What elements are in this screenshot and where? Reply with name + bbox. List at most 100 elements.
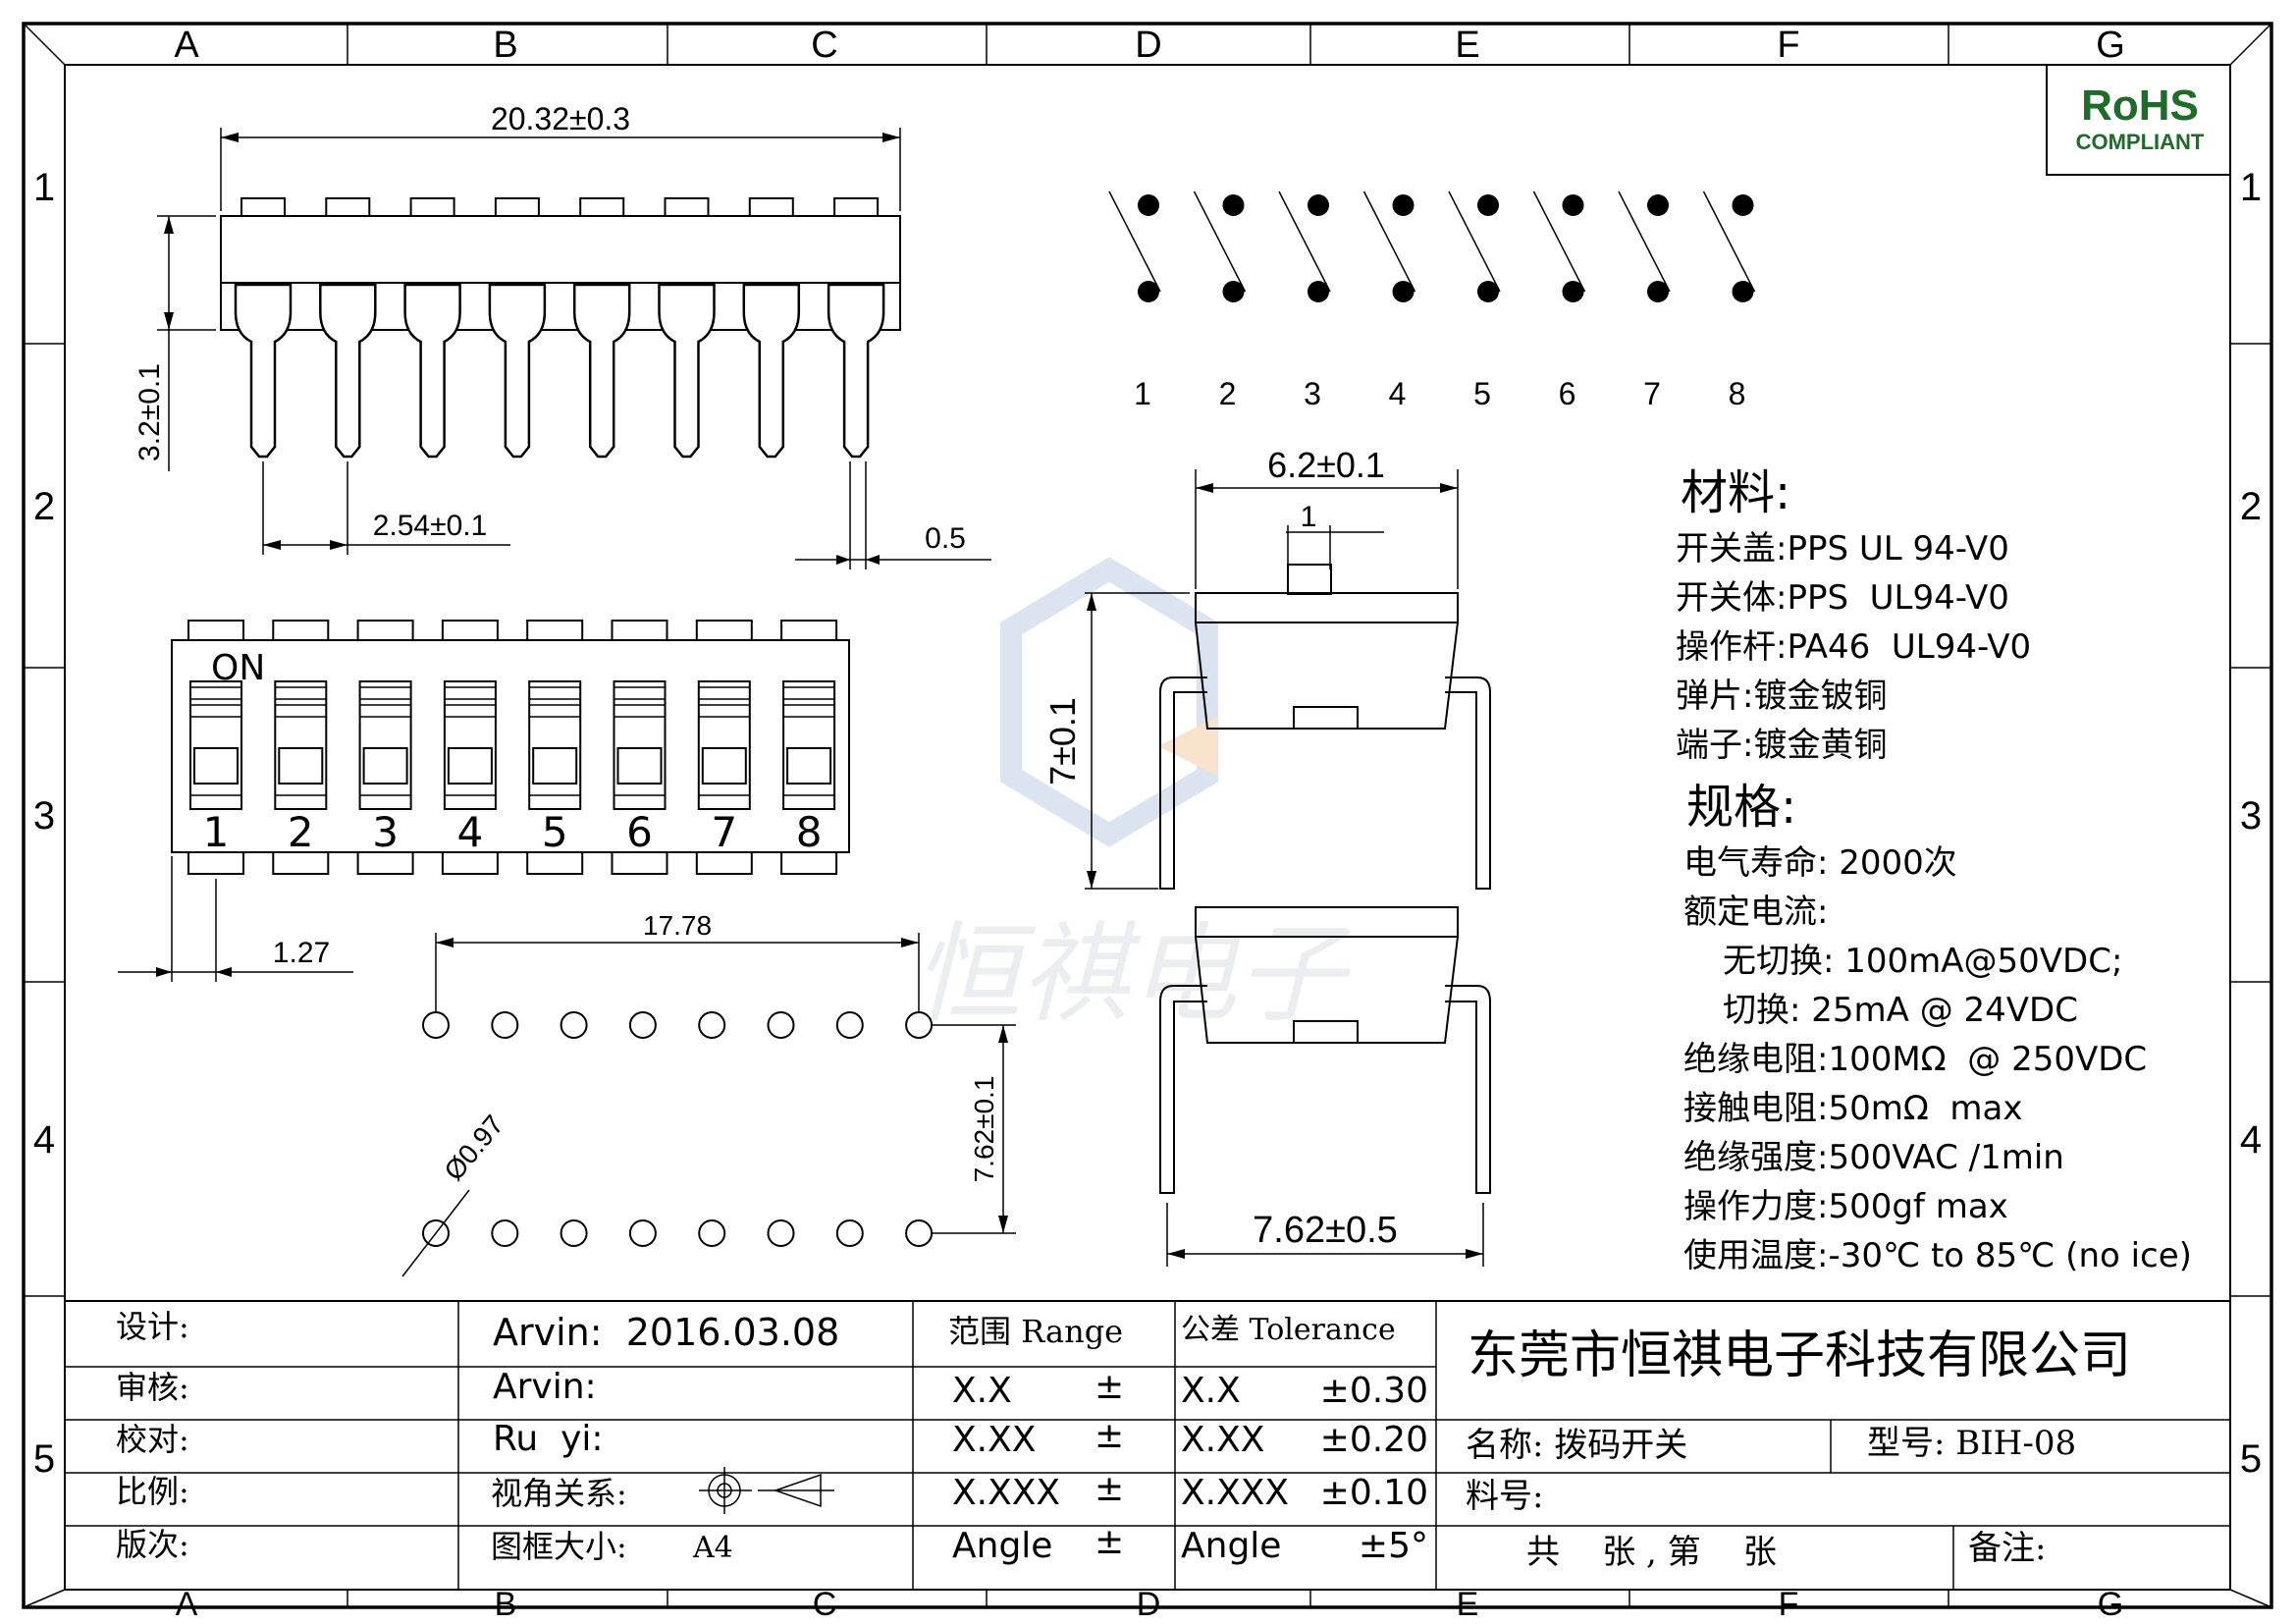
tolerance-value: ±0.10: [1320, 1473, 1428, 1513]
footprint-span-dim: 17.78: [643, 910, 712, 941]
switch-slot: [613, 680, 667, 810]
range-format: Angle: [952, 1526, 1052, 1566]
actuator-tab: [664, 197, 710, 217]
contact-dot: [1222, 281, 1245, 302]
contact-lever: [1278, 190, 1331, 293]
actuator-tab: [240, 197, 286, 217]
switch-slot-detail: [782, 686, 835, 700]
sheet-count: 共 张 , 第 张: [1526, 1533, 1777, 1572]
material-line: 开关盖:PPS UL 94-V0: [1676, 529, 2009, 568]
row-label: 2: [2240, 485, 2262, 528]
actuator-tab: [325, 197, 371, 217]
switch-slot-detail: [444, 704, 497, 718]
top-tab: [187, 620, 244, 641]
switch-knob: [701, 747, 747, 785]
dip-switch-5[interactable]: 5: [528, 680, 582, 856]
pin: [234, 283, 293, 459]
drawing-frame: [22, 22, 2273, 1609]
contact-dot: [1138, 281, 1159, 302]
contact-dot: [1732, 281, 1754, 302]
switch-slot-detail: [698, 704, 751, 718]
tolerance-format: X.XXX: [1181, 1473, 1289, 1513]
row-label: 5: [2240, 1437, 2262, 1481]
contact-dot: [1647, 281, 1669, 302]
column-label: F: [1779, 1586, 1799, 1623]
pin-span-dim: 7.62±0.5: [1253, 1210, 1398, 1251]
column-label: F: [1777, 25, 1799, 66]
column-label: C: [813, 1586, 837, 1623]
row-label: 3: [2240, 794, 2262, 838]
dip-switch-3[interactable]: 3: [358, 680, 412, 856]
column-label: A: [176, 1586, 198, 1623]
watermark-text: 恒祺电子: [913, 911, 1352, 1037]
dip-switch-1[interactable]: 1: [189, 680, 242, 856]
title-block-label: 校对:: [116, 1421, 189, 1458]
switch-slot-detail: [358, 686, 412, 700]
title-block-label: 比例:: [116, 1473, 189, 1510]
spec-title: 规格:: [1686, 780, 1796, 835]
side-view: 20.32±0.3 3.2±0.1 2.54±0.1 0.5: [133, 101, 991, 569]
switch-number: 7: [711, 808, 737, 856]
side-pitch-dim: 2.54±0.1: [373, 510, 488, 542]
column-label: D: [1137, 1586, 1161, 1623]
footprint-hole: [905, 1219, 934, 1247]
row-label: 2: [33, 485, 55, 528]
switch-slot-detail: [444, 686, 497, 700]
column-label: B: [495, 1586, 517, 1623]
schematic-switch-3: 3: [1278, 190, 1331, 411]
switch-slot-detail: [528, 686, 581, 700]
switch-number: 5: [542, 808, 568, 856]
schematic-pin-number: 7: [1643, 376, 1661, 411]
tolerance-value: ±0.20: [1320, 1420, 1428, 1460]
front-height-dim: 7±0.1: [1042, 697, 1083, 785]
material-line: 弹片:镀金铍铜: [1676, 677, 1887, 716]
dip-switch-4[interactable]: 4: [443, 680, 497, 856]
contact-dot: [1392, 194, 1415, 216]
column-label: G: [2096, 25, 2125, 66]
material-line: 端子:镀金黄铜: [1676, 726, 1887, 765]
material-line: 开关体:PPS UL94-V0: [1676, 578, 2009, 618]
footprint-hole: [560, 1011, 588, 1039]
tolerance-value: ±5°: [1359, 1526, 1428, 1566]
contact-dot: [1308, 281, 1329, 302]
materials-title: 材料:: [1681, 465, 1790, 520]
dip-switch-2[interactable]: 2: [274, 680, 328, 856]
range-plusminus: ±: [1095, 1367, 1124, 1407]
pin: [742, 283, 801, 459]
material-number-label: 料号:: [1466, 1477, 1543, 1516]
footprint-hole: [905, 1011, 934, 1039]
front-width-dim: 6.2±0.1: [1267, 445, 1385, 485]
tolerance-value: ±0.30: [1320, 1371, 1428, 1411]
schematic-pin-number: 8: [1729, 376, 1746, 411]
watermark: 恒祺电子: [913, 557, 1352, 1037]
dip-switch-8[interactable]: 8: [782, 680, 836, 856]
dip-switch-6[interactable]: 6: [613, 680, 667, 856]
front-view: 6.2±0.1 1 7±0.1 7.62±0.5: [1042, 445, 1491, 1267]
pin: [658, 283, 716, 459]
dip-switch-7[interactable]: 7: [697, 680, 751, 856]
switch-slot: [443, 680, 497, 810]
schematic-pin-number: 6: [1559, 376, 1576, 411]
side-height-dim: 3.2±0.1: [133, 363, 166, 461]
column-label: D: [1135, 25, 1161, 66]
projection-label: 视角关系:: [491, 1475, 627, 1512]
column-label: C: [811, 25, 837, 66]
footprint-hole: [835, 1011, 864, 1039]
tolerance-format: X.XX: [1181, 1420, 1264, 1460]
spec-line: 额定电流:: [1683, 893, 1828, 932]
switch-knob: [616, 747, 663, 785]
top-tab: [441, 620, 499, 641]
switch-slot-detail: [613, 704, 667, 718]
switch-number: 8: [796, 808, 823, 856]
footprint-row-dim: 7.62±0.1: [969, 1076, 999, 1183]
schematic-switch-8: 8: [1702, 190, 1756, 411]
switch-slot-detail: [274, 704, 328, 718]
actuator-tab: [748, 197, 794, 217]
